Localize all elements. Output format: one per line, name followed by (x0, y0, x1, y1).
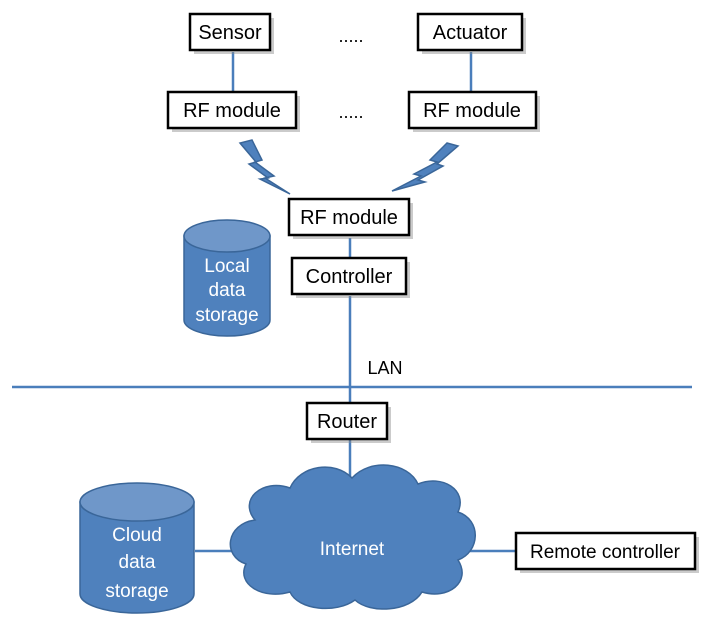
cloud-data-storage-cylinder: Cloud data storage (79, 482, 195, 614)
router-box: Router (305, 401, 391, 443)
rf-module-left-label: RF module (183, 100, 281, 122)
wireless-bolt-left-icon (238, 139, 291, 195)
sensor-label: Sensor (198, 22, 262, 44)
local-storage-line-3: storage (195, 305, 258, 326)
remote-controller-label: Remote controller (530, 542, 681, 563)
internet-label: Internet (320, 539, 385, 560)
sensor-box: Sensor (188, 12, 274, 54)
wireless-bolt-right-icon (391, 142, 460, 192)
actuator-box: Actuator (416, 12, 526, 54)
internet-cloud-icon: Internet (229, 464, 476, 610)
controller-box: Controller (290, 256, 410, 298)
cloud-storage-line-3: storage (105, 581, 168, 602)
rf-module-left-box: RF module (166, 90, 300, 132)
rf-module-right-label: RF module (423, 100, 521, 122)
rf-module-right-box: RF module (407, 90, 540, 132)
rf-module-center-box: RF module (287, 197, 413, 239)
ellipsis-middle: ..... (338, 102, 363, 122)
cloud-storage-line-2: data (119, 552, 156, 573)
local-data-storage-cylinder: Local data storage (183, 219, 271, 337)
router-label: Router (317, 411, 377, 433)
local-storage-line-2: data (209, 280, 246, 301)
remote-controller-box: Remote controller (514, 531, 699, 573)
controller-label: Controller (306, 266, 393, 288)
rf-module-center-label: RF module (300, 207, 398, 229)
lan-label: LAN (367, 358, 402, 378)
actuator-label: Actuator (433, 22, 508, 44)
ellipsis-top: ..... (338, 26, 363, 46)
cloud-storage-line-1: Cloud (112, 525, 162, 546)
local-storage-line-1: Local (204, 256, 249, 277)
